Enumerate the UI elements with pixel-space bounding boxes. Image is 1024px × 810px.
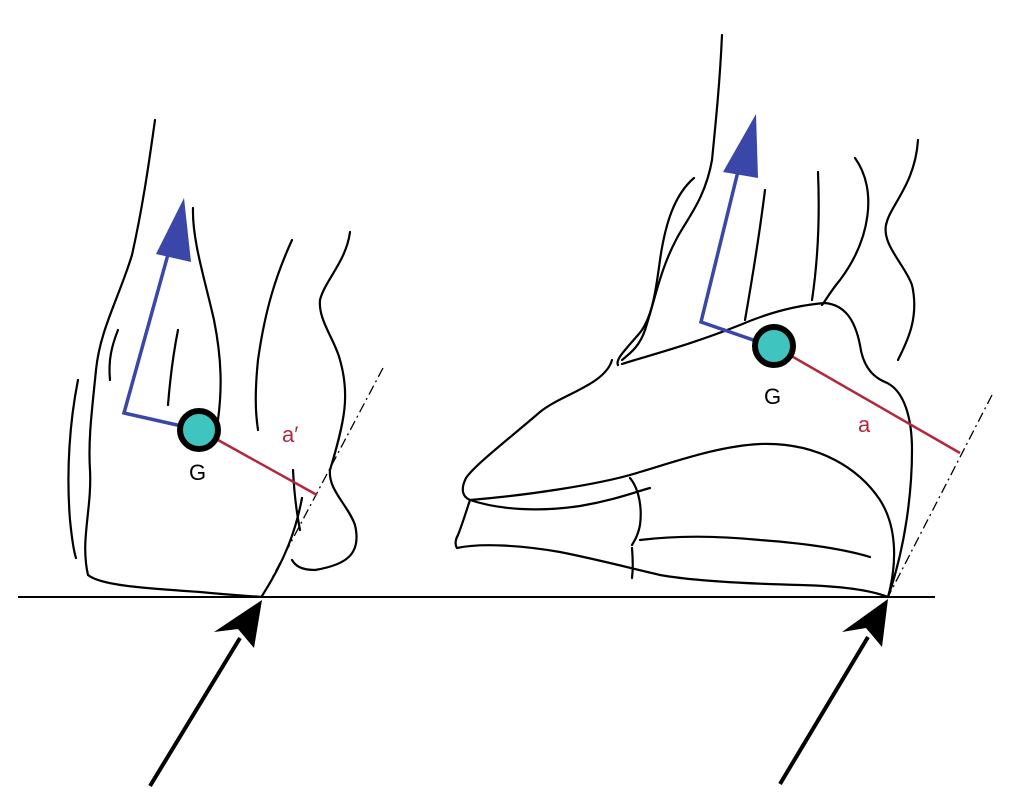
left-leg-line	[84, 118, 264, 599]
right-leg-line	[620, 328, 647, 362]
right-hoof-sole	[638, 535, 872, 559]
left-leg-line	[290, 230, 358, 572]
right-hoof	[454, 33, 920, 599]
right-center-of-gravity-icon	[752, 324, 796, 368]
right-hoof-sole	[630, 546, 634, 580]
left-center-label: G	[189, 460, 206, 485]
right-leg-line	[743, 188, 767, 322]
left-force-vector	[121, 198, 191, 429]
right-hoof-wall	[620, 301, 914, 599]
right-ground-reaction-arrow	[778, 599, 888, 786]
left-leg-line	[291, 468, 302, 532]
left-hoof	[67, 118, 358, 599]
right-hoof-wall	[461, 358, 896, 599]
right-hoof-sole	[468, 486, 652, 511]
right-leg-line	[616, 176, 696, 367]
right-leg-line	[820, 156, 870, 307]
left-arm-label: a′	[282, 422, 298, 447]
right-hoof-sole	[628, 476, 642, 547]
right-leg-line	[643, 33, 724, 332]
left-leg-line	[108, 328, 120, 382]
right-force-vector	[698, 114, 763, 345]
right-lever-arm	[773, 344, 961, 455]
right-leg-line	[810, 170, 820, 302]
right-hoof-sole	[454, 498, 890, 599]
right-center-label: G	[764, 384, 781, 409]
left-leg-line	[67, 378, 80, 560]
right-leg-line	[884, 138, 920, 362]
left-leg-line	[166, 328, 180, 407]
left-ground-reaction-arrow	[148, 600, 262, 788]
left-lever-arm	[199, 428, 318, 497]
left-tangent-line	[261, 367, 384, 598]
right-arm-label: a	[858, 412, 871, 437]
left-center-of-gravity-icon	[177, 408, 221, 452]
left-leg-line	[254, 238, 294, 432]
left-leg-line	[191, 206, 222, 422]
right-tangent-line	[887, 394, 993, 598]
